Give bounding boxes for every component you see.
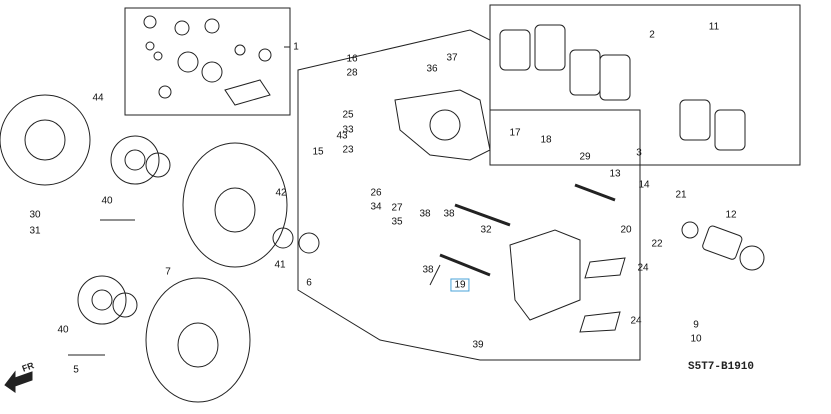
brake-disc-lower	[145, 277, 251, 403]
callout-6: 6	[306, 277, 312, 289]
callout-35: 35	[391, 216, 403, 228]
callout-9: 9	[693, 319, 699, 331]
callout-31: 31	[29, 225, 41, 237]
diagram-code: S5T7-B1910	[688, 361, 755, 373]
callout-42: 42	[275, 187, 287, 199]
callout-25: 25	[342, 109, 354, 121]
splash-shield	[0, 94, 91, 186]
callout-20: 20	[620, 224, 632, 236]
callout-40-upper: 40	[101, 195, 113, 207]
callout-39: 39	[472, 339, 484, 351]
pad-group-box	[489, 4, 801, 166]
callout-43: 43	[336, 130, 348, 142]
callout-17: 17	[509, 127, 521, 139]
callout-38-c: 38	[422, 264, 434, 276]
callout-13: 13	[609, 168, 621, 180]
callout-11: 11	[708, 21, 720, 33]
callout-3: 3	[636, 147, 642, 159]
caliper-body	[394, 89, 491, 161]
callout-12: 12	[725, 209, 737, 221]
callout-30: 30	[29, 209, 41, 221]
seal-kit-parts	[143, 15, 272, 106]
callout-24-upper: 24	[637, 262, 649, 274]
callout-34: 34	[370, 201, 382, 213]
brake-disc-upper	[182, 142, 288, 268]
callout-18: 18	[540, 134, 552, 146]
callout-40-lower: 40	[57, 324, 69, 336]
callout-5: 5	[73, 364, 79, 376]
callout-7: 7	[165, 266, 171, 278]
callout-37: 37	[446, 52, 458, 64]
brake-pads	[499, 24, 746, 151]
callout-23: 23	[342, 144, 354, 156]
callout-27: 27	[391, 202, 403, 214]
callout-26: 26	[370, 187, 382, 199]
callout-41: 41	[274, 259, 286, 271]
callout-1: 1	[293, 41, 299, 53]
callout-10: 10	[690, 333, 702, 345]
callout-38-a: 38	[419, 208, 431, 220]
callout-36: 36	[426, 63, 438, 75]
hub-lower	[77, 275, 138, 325]
caliper-group-box	[297, 29, 641, 361]
caliper-bracket	[509, 229, 581, 321]
callout-44: 44	[92, 92, 104, 104]
seal-kit-box	[124, 7, 291, 116]
callout-15: 15	[312, 146, 324, 158]
callout-24-lower: 24	[630, 315, 642, 327]
callout-2: 2	[649, 29, 655, 41]
callout-33: 33	[342, 124, 354, 136]
callout-14: 14	[638, 179, 650, 191]
callout-16: 16	[346, 53, 358, 65]
piston	[681, 221, 765, 271]
hub-upper	[110, 135, 171, 185]
callout-21: 21	[675, 189, 687, 201]
callout-28: 28	[346, 67, 358, 79]
callout-38-b: 38	[443, 208, 455, 220]
callout-32: 32	[480, 224, 492, 236]
front-arrow	[4, 370, 33, 393]
callout-29: 29	[579, 151, 591, 163]
callout-22: 22	[651, 238, 663, 250]
callout-19-highlighted[interactable]: 19	[450, 278, 470, 292]
